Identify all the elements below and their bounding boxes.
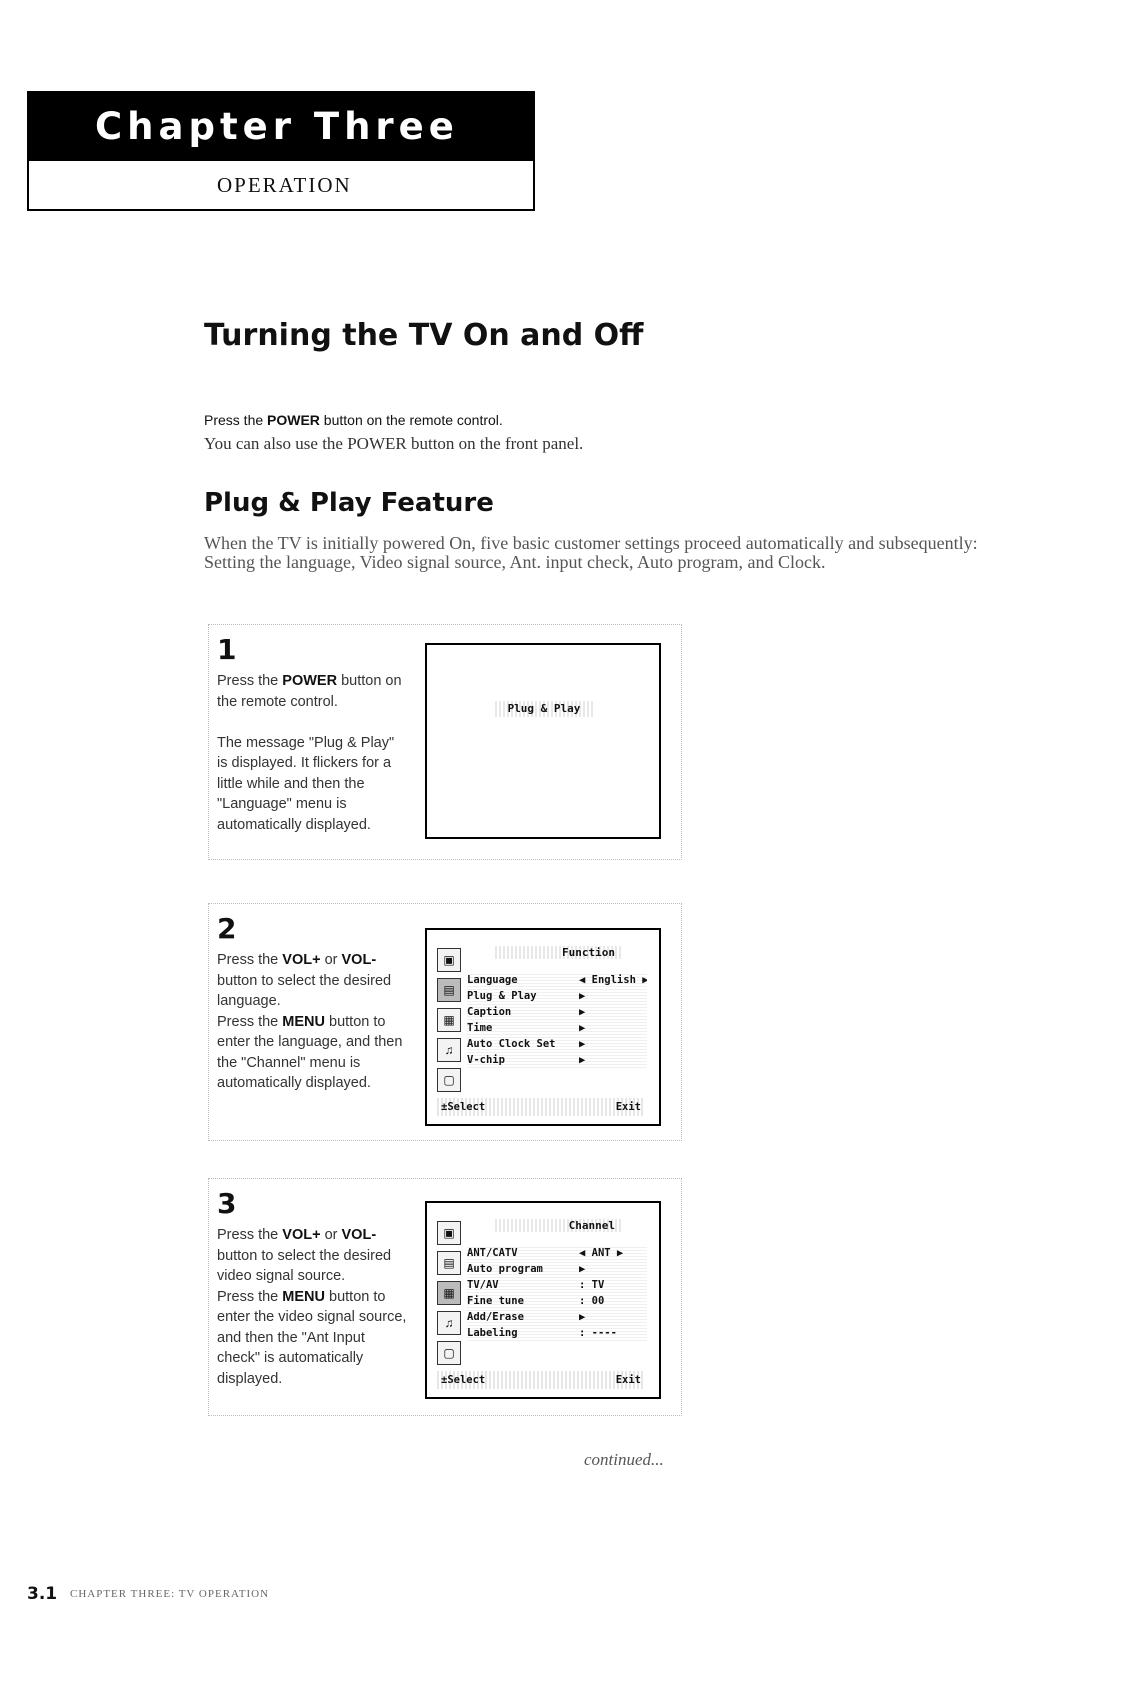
step-1: 1 Press the POWER button on the remote c… — [208, 624, 682, 860]
page-number: 3.1 — [27, 1584, 58, 1604]
chapter-title: Chapter Three — [29, 93, 533, 161]
section-heading-plug-play: Plug & Play Feature — [204, 488, 494, 518]
osd-row: Time▶ — [467, 1022, 586, 1034]
osd-row: V-chip▶ — [467, 1054, 586, 1066]
osd-row: ANT/CATV◀ ANT ▶ — [467, 1247, 624, 1259]
chapter-header: Chapter Three OPERATION — [27, 91, 535, 211]
osd-select-hint: ±Select — [441, 1374, 486, 1386]
osd-row: Auto Clock Set▶ — [467, 1038, 586, 1050]
channel-icon: ▦ — [437, 1008, 461, 1032]
channel-icon: ▦ — [437, 1281, 461, 1305]
osd-menu-title: Function — [495, 946, 621, 959]
osd-exit-hint: Exit — [615, 1101, 641, 1113]
step-number: 2 — [217, 912, 237, 945]
picture-icon: ▣ — [437, 1221, 461, 1245]
osd-menu-title: Channel — [495, 1219, 621, 1232]
tv-screen-plug-play: Plug & Play — [425, 643, 661, 839]
chapter-subtitle: OPERATION — [217, 173, 352, 197]
osd-row: Language◀ English ▶ — [467, 974, 647, 986]
osd-icon-column: ▣ ▤ ▦ ♫ ▢ — [437, 948, 463, 1098]
tv-screen-function-menu: Function ▣ ▤ ▦ ♫ ▢ Language◀ English ▶ P… — [425, 928, 661, 1126]
osd-row: Labeling: ---- — [467, 1327, 617, 1339]
continued-note: continued... — [584, 1450, 664, 1469]
osd-row: Caption▶ — [467, 1006, 586, 1018]
osd-footer: ±Select Exit — [437, 1371, 645, 1389]
step-description: Press the VOL+ or VOL- button to select … — [217, 1227, 407, 1387]
osd-row: TV/AV: TV — [467, 1279, 605, 1291]
plug-play-intro: When the TV is initially powered On, fiv… — [204, 533, 978, 572]
page-footer-text: CHAPTER THREE: TV OPERATION — [70, 1588, 270, 1600]
step-description: Press the POWER button on the remote con… — [217, 673, 402, 833]
sound-icon: ♫ — [437, 1038, 461, 1062]
sound-icon: ♫ — [437, 1311, 461, 1335]
power-instruction: Press the POWER button on the remote con… — [204, 412, 503, 428]
osd-select-hint: ±Select — [441, 1101, 486, 1113]
step-2: 2 Press the VOL+ or VOL- button to selec… — [208, 903, 682, 1141]
plug-play-message: Plug & Play — [495, 701, 593, 717]
osd-row: Plug & Play▶ — [467, 990, 586, 1002]
power-note: You can also use the POWER button on the… — [204, 434, 584, 453]
function-icon: ▤ — [437, 978, 461, 1002]
setup-icon: ▢ — [437, 1068, 461, 1092]
function-icon: ▤ — [437, 1251, 461, 1275]
picture-icon: ▣ — [437, 948, 461, 972]
setup-icon: ▢ — [437, 1341, 461, 1365]
osd-icon-column: ▣ ▤ ▦ ♫ ▢ — [437, 1221, 463, 1371]
step-description: Press the VOL+ or VOL- button to select … — [217, 952, 403, 1091]
tv-screen-channel-menu: Channel ▣ ▤ ▦ ♫ ▢ ANT/CATV◀ ANT ▶ Auto p… — [425, 1201, 661, 1399]
step-number: 3 — [217, 1187, 237, 1220]
step-number: 1 — [217, 633, 237, 666]
osd-menu-list: ANT/CATV◀ ANT ▶ Auto program▶ TV/AV: TV … — [467, 1245, 647, 1341]
osd-row: Fine tune: 00 — [467, 1295, 605, 1307]
osd-row: Add/Erase▶ — [467, 1311, 586, 1323]
osd-exit-hint: Exit — [615, 1374, 641, 1386]
osd-row: Auto program▶ — [467, 1263, 586, 1275]
section-heading-power: Turning the TV On and Off — [204, 318, 644, 353]
osd-footer: ±Select Exit — [437, 1098, 645, 1116]
step-3: 3 Press the VOL+ or VOL- button to selec… — [208, 1178, 682, 1416]
osd-menu-list: Language◀ English ▶ Plug & Play▶ Caption… — [467, 972, 647, 1068]
